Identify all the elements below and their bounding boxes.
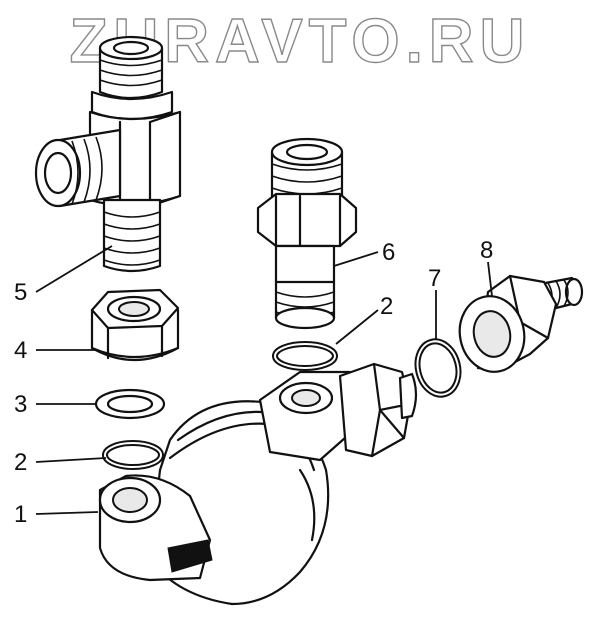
callout-2-right: 2 bbox=[380, 293, 393, 320]
part-1-filter-body bbox=[98, 362, 418, 606]
callout-5: 5 bbox=[14, 279, 27, 306]
part-8-adapter bbox=[458, 274, 584, 373]
part-2-o-ring-right bbox=[272, 341, 338, 371]
part-6-straight-union bbox=[256, 137, 358, 330]
callout-3: 3 bbox=[14, 391, 27, 418]
part-5-tee-fitting bbox=[34, 35, 182, 273]
leader-lines bbox=[35, 245, 493, 515]
callout-7: 7 bbox=[428, 265, 441, 292]
callout-4: 4 bbox=[14, 337, 27, 364]
part-2-o-ring-left bbox=[102, 440, 164, 470]
callout-1: 1 bbox=[14, 501, 27, 528]
callout-8: 8 bbox=[480, 237, 493, 264]
callout-2-left: 2 bbox=[14, 449, 27, 476]
part-7-o-ring bbox=[414, 338, 462, 398]
callout-6: 6 bbox=[382, 239, 395, 266]
part-3-washer bbox=[94, 388, 166, 420]
part-4-hex-nut bbox=[90, 288, 180, 362]
